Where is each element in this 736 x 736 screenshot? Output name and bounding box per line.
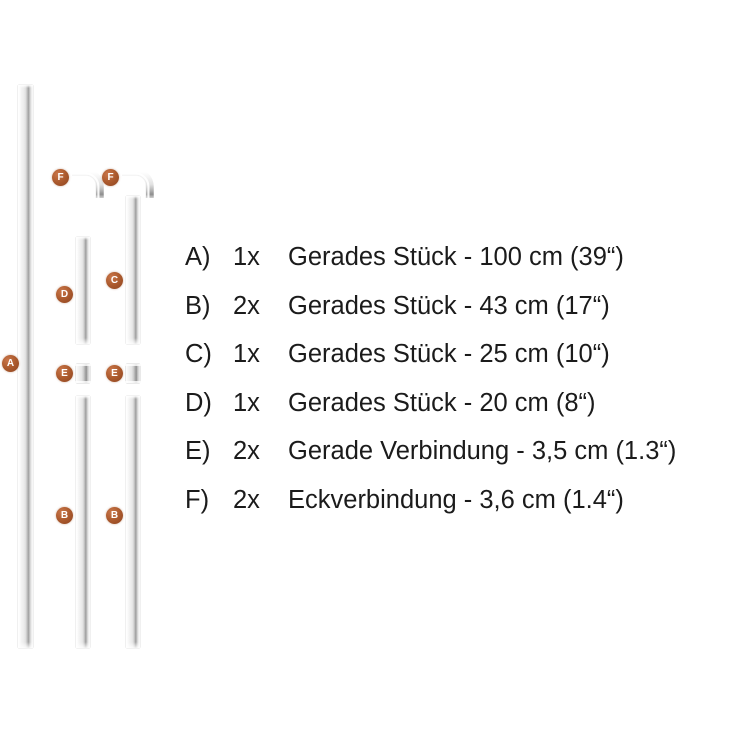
badge-c: C (106, 272, 123, 289)
legend-key-d: D) (185, 388, 212, 417)
legend-row-d: D) 1x Gerades Stück - 20 cm (8“) (185, 389, 705, 438)
rod-b2-43cm (126, 396, 140, 648)
rod-d-20cm (76, 237, 90, 344)
legend-row-a: A) 1x Gerades Stück - 100 cm (39“) (185, 243, 705, 292)
rod-highlight-top (126, 196, 140, 199)
legend-row-f: F) 2x Eckverbindung - 3,6 cm (1.4“) (185, 486, 705, 535)
legend-row-b: B) 2x Gerades Stück - 43 cm (17“) (185, 292, 705, 341)
legend-key-b: B) (185, 291, 211, 320)
legend-qty-e: 2x (233, 437, 260, 465)
legend-qty-c: 1x (233, 340, 260, 368)
badge-f2: F (102, 169, 119, 186)
elbow-connector-f1 (72, 168, 104, 198)
badge-b1: B (56, 507, 73, 524)
legend-desc-d: Gerades Stück - 20 cm (8“) (288, 388, 596, 417)
rod-highlight-bottom (76, 338, 90, 344)
badge-e1: E (56, 365, 73, 382)
legend-key-c: C) (185, 340, 212, 368)
badge-e2: E (106, 365, 123, 382)
legend-qty-a: 1x (233, 243, 260, 271)
legend-desc-e: Gerade Verbindung - 3,5 cm (1.3“) (288, 437, 677, 465)
rod-highlight-top (76, 396, 90, 399)
rod-highlight-bottom (126, 642, 140, 648)
rod-b1-43cm (76, 396, 90, 648)
legend-desc-b: Gerades Stück - 43 cm (17“) (288, 291, 610, 320)
legend-desc-c: Gerades Stück - 25 cm (10“) (288, 340, 610, 368)
rod-highlight-bottom (18, 642, 33, 648)
straight-connector-e1 (75, 364, 91, 383)
rod-highlight-bottom (76, 642, 90, 648)
legend-key-f: F) (185, 485, 210, 514)
badge-b2: B (106, 507, 123, 524)
parts-legend-list: A) 1x Gerades Stück - 100 cm (39“) B) 2x… (185, 243, 705, 534)
legend-key-e: E) (185, 437, 211, 465)
straight-connector-e2 (125, 364, 141, 383)
badge-f1: F (52, 169, 69, 186)
rod-highlight-top (18, 85, 33, 88)
rod-highlight-bottom (126, 338, 140, 344)
legend-qty-b: 2x (233, 291, 260, 320)
legend-key-a: A) (185, 243, 211, 271)
elbow-connector-f2 (122, 168, 154, 198)
legend-qty-d: 1x (233, 388, 260, 417)
rod-highlight-top (126, 396, 140, 399)
legend-row-e: E) 2x Gerade Verbindung - 3,5 cm (1.3“) (185, 437, 705, 486)
legend-desc-a: Gerades Stück - 100 cm (39“) (288, 243, 624, 271)
badge-a: A (2, 355, 19, 372)
legend-qty-f: 2x (233, 485, 260, 514)
rod-a-100cm (18, 85, 33, 648)
rod-c-25cm (126, 196, 140, 344)
badge-d: D (56, 286, 73, 303)
legend-desc-f: Eckverbindung - 3,6 cm (1.4“) (288, 485, 624, 514)
rod-highlight-top (76, 237, 90, 240)
legend-row-c: C) 1x Gerades Stück - 25 cm (10“) (185, 340, 705, 389)
